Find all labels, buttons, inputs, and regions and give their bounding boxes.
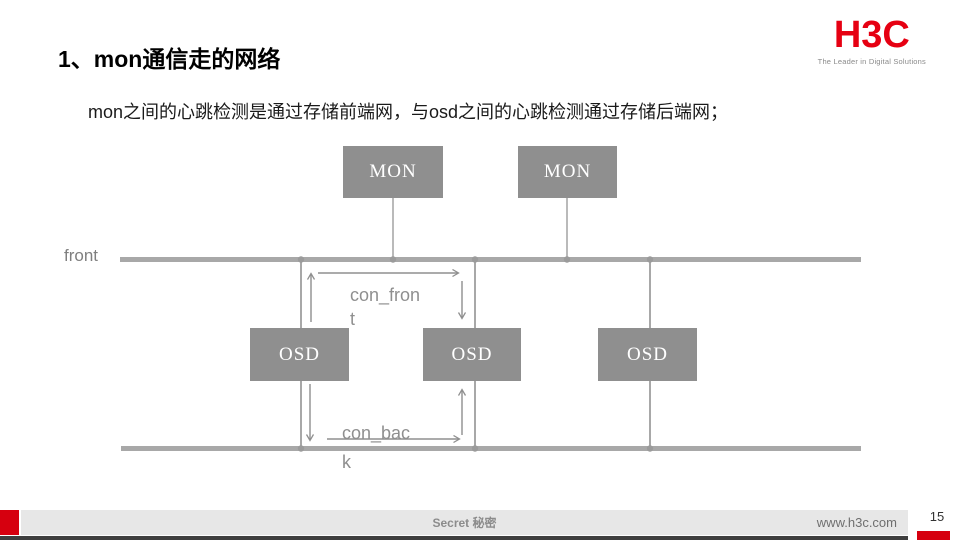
h3c-logo: H3C The Leader in Digital Solutions <box>818 16 926 66</box>
con-back-arrows <box>310 384 462 440</box>
con-front-label-line2: t <box>350 309 356 329</box>
front-network-label: front <box>64 246 99 265</box>
connector-dot <box>563 256 571 263</box>
slide-title: 1、mon通信走的网络 <box>58 46 281 72</box>
connector-dot <box>646 445 654 452</box>
h3c-logo-text: H3C <box>833 14 910 56</box>
footer-dark-strip <box>0 536 908 540</box>
osd-node-1: OSD <box>250 328 349 381</box>
body-paragraph: mon之间的心跳检测是通过存储前端网，与osd之间的心跳检测通过存储后端网； <box>88 102 729 122</box>
con-front-arrows <box>311 273 462 322</box>
con-back-label-line1: con_bac <box>342 423 411 443</box>
connector-dot <box>471 445 479 452</box>
osd-node-3: OSD <box>598 328 697 381</box>
con-front-label: con_fron t <box>350 283 420 331</box>
con-back-label-line2: k <box>342 452 351 472</box>
h3c-logo-tagline: The Leader in Digital Solutions <box>817 57 926 66</box>
connector-dot <box>646 256 654 263</box>
mon-node-1: MON <box>343 146 443 198</box>
connector-dot <box>297 256 305 263</box>
footer-right-red-accent <box>917 531 950 540</box>
connector-dot <box>471 256 479 263</box>
con-back-label: con_bac k <box>342 419 410 477</box>
footer-bar: Secret 秘密 www.h3c.com <box>21 510 908 535</box>
website-label: www.h3c.com <box>816 515 897 530</box>
connector-dot <box>389 256 397 263</box>
con-front-label-line1: con_fron <box>350 285 421 305</box>
footer-left-red-accent <box>0 510 19 535</box>
classification-label: Secret 秘密 <box>432 516 497 530</box>
connector-dot <box>297 445 305 452</box>
mon-node-2: MON <box>518 146 617 198</box>
osd-node-2: OSD <box>423 328 521 381</box>
page-number: 15 <box>929 509 945 524</box>
